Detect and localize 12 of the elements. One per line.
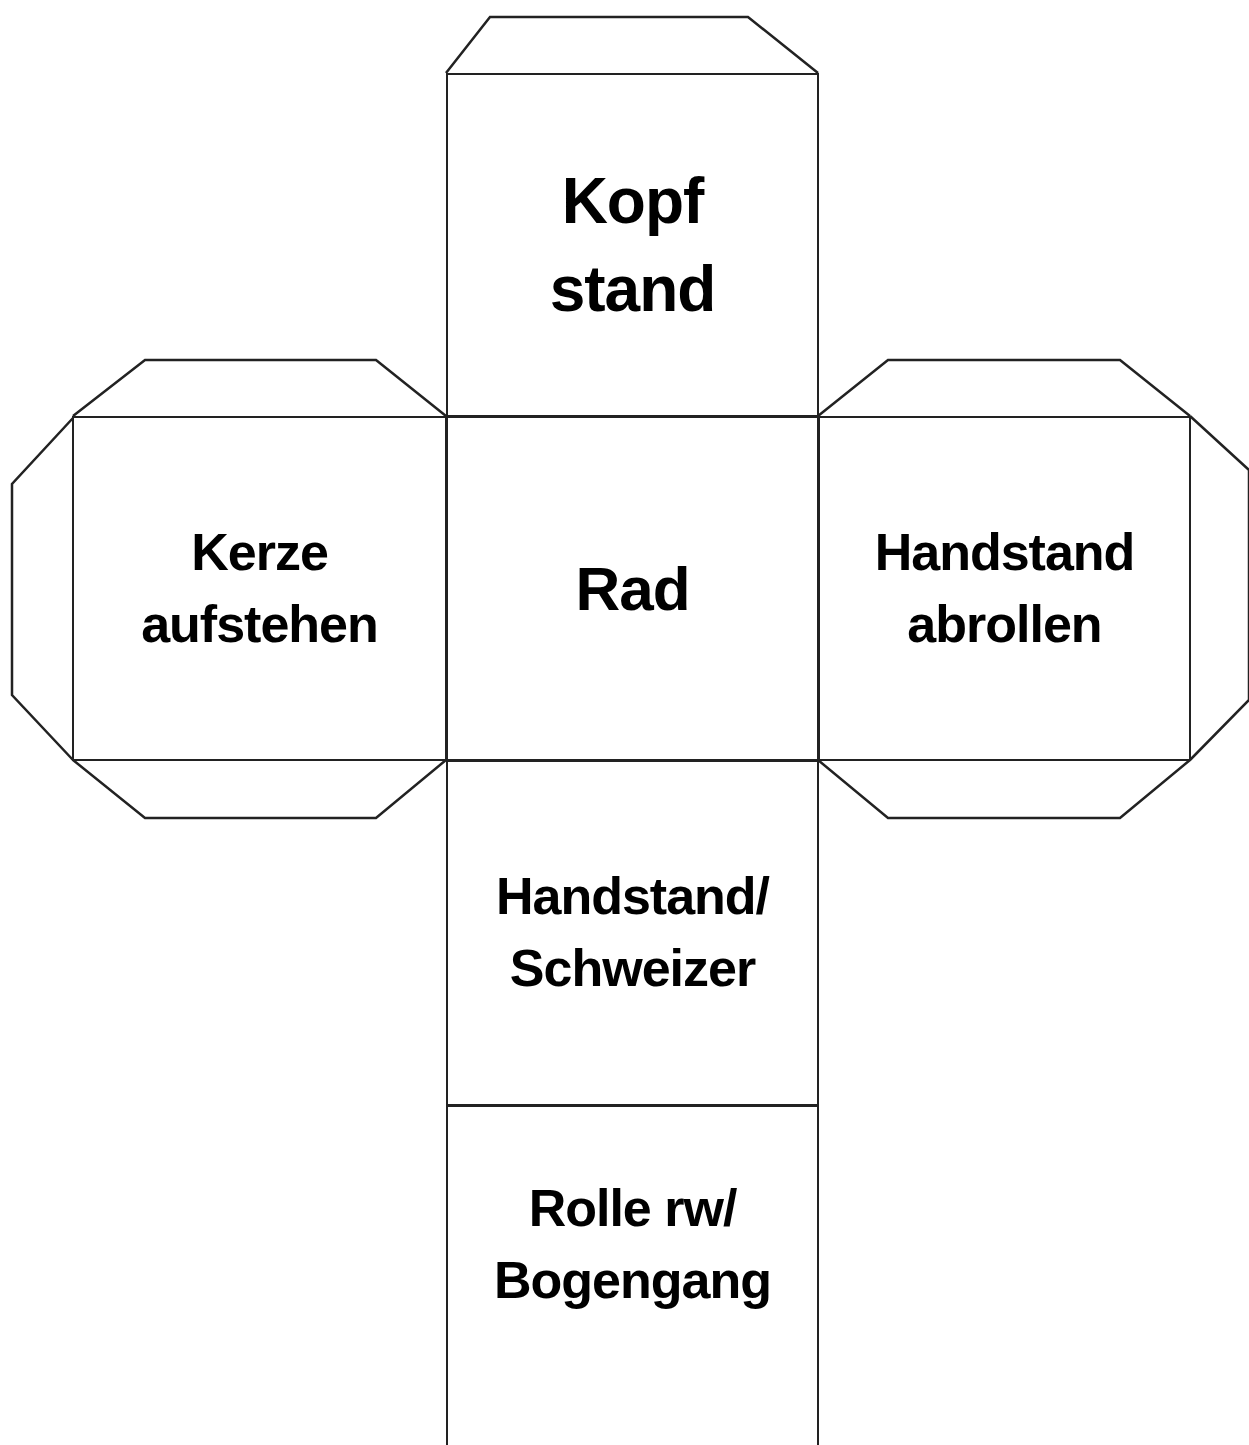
die-face: [72, 416, 447, 761]
face-label: Handstand abrollen: [873, 521, 1136, 655]
face-label: Rad: [575, 552, 690, 625]
die-face: [446, 1105, 819, 1445]
face-label: Kopf stand: [548, 163, 717, 327]
face-label: Rolle rw/ Bogengang: [493, 1178, 772, 1311]
face-label: Kerze aufstehen: [140, 521, 379, 655]
die-face: [446, 416, 819, 761]
die-face: [818, 416, 1191, 761]
die-face: [446, 73, 819, 417]
die-face: [446, 760, 819, 1106]
face-label: Handstand/ Schweizer: [494, 866, 771, 999]
